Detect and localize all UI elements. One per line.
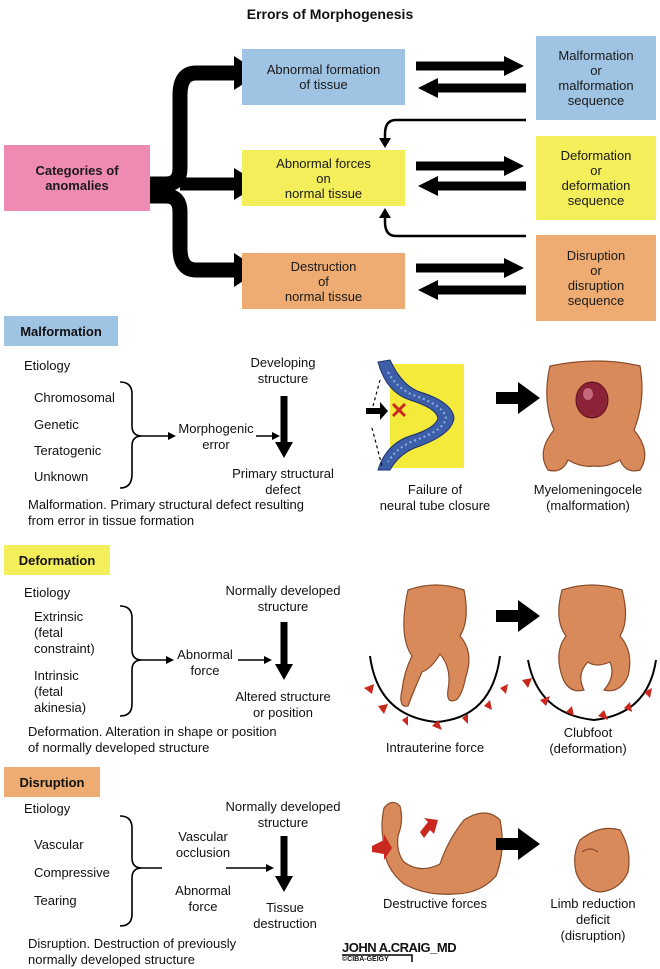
deformation-fig2-caption: Clubfoot (deformation) bbox=[549, 725, 627, 756]
artist-signature: JOHN A.CRAIG_MD bbox=[342, 940, 457, 955]
outcome-disruption-box: Disruption or disruption sequence bbox=[536, 235, 656, 321]
malformation-cause: Unknown bbox=[34, 469, 89, 484]
deformation-bottom-label: Altered structure or position bbox=[235, 689, 331, 720]
categories-box: Categories of anomalies bbox=[4, 145, 150, 211]
disruption-cause: Tearing bbox=[34, 893, 77, 908]
disruption-etiology: Etiology bbox=[24, 801, 71, 816]
malformation-top-label: Developing structure bbox=[250, 355, 316, 386]
deformation-fig1-caption: Intrauterine force bbox=[385, 740, 485, 755]
deformation-cause: Extrinsic (fetal constraint) bbox=[34, 609, 95, 656]
malformation-cause: Teratogenic bbox=[34, 443, 102, 458]
error-forces-box: Abnormal forces on normal tissue bbox=[242, 150, 405, 206]
deformation-cause: Intrinsic (fetal akinesia) bbox=[34, 668, 87, 715]
malformation-fig1-caption: Failure of neural tube closure bbox=[379, 482, 491, 513]
deformation-heading: Deformation bbox=[4, 545, 110, 575]
malformation-mid-label: Morphogenic error bbox=[178, 421, 254, 452]
malformation-cause: Chromosomal bbox=[34, 390, 115, 405]
malformation-cause: Genetic bbox=[34, 417, 79, 432]
disruption-caption: Disruption. Destruction of previously no… bbox=[28, 936, 237, 967]
deformation-etiology: Etiology bbox=[24, 585, 71, 600]
disruption-cause: Compressive bbox=[34, 865, 110, 880]
disruption-top-label: Normally developed structure bbox=[225, 799, 341, 830]
disruption-heading: Disruption bbox=[4, 767, 100, 797]
copyright: ©CIBA-GEIGY bbox=[342, 956, 389, 963]
brace-icon bbox=[144, 65, 234, 278]
outcome-malformation-box: Malformation or malformation sequence bbox=[536, 36, 656, 120]
disruption-fig1-caption: Destructive forces bbox=[382, 896, 488, 911]
outcome-deformation-box: Deformation or deformation sequence bbox=[536, 136, 656, 220]
deformation-caption: Deformation. Alteration in shape or posi… bbox=[28, 724, 277, 755]
malformation-fig2-caption: Myelomeningocele (malformation) bbox=[533, 482, 643, 513]
malformation-etiology: Etiology bbox=[24, 358, 71, 373]
error-formation-box: Abnormal formation of tissue bbox=[242, 49, 405, 105]
malformation-bottom-label: Primary structural defect bbox=[232, 466, 334, 497]
disruption-fig2-caption: Limb reduction deficit (disruption) bbox=[550, 896, 636, 943]
page-title: Errors of Morphogenesis bbox=[246, 6, 414, 22]
disruption-bottom-label: Tissue destruction bbox=[253, 900, 317, 931]
malformation-heading: Malformation bbox=[4, 316, 118, 346]
malformation-caption: Malformation. Primary structural defect … bbox=[28, 497, 304, 528]
disruption-mid-label-2: Abnormal force bbox=[175, 883, 231, 914]
deformation-top-label: Normally developed structure bbox=[225, 583, 341, 614]
error-destruction-box: Destruction of normal tissue bbox=[242, 253, 405, 309]
disruption-mid-label-1: Vascular occlusion bbox=[175, 829, 231, 860]
disruption-cause: Vascular bbox=[34, 837, 84, 852]
deformation-mid-label: Abnormal force bbox=[177, 647, 233, 678]
